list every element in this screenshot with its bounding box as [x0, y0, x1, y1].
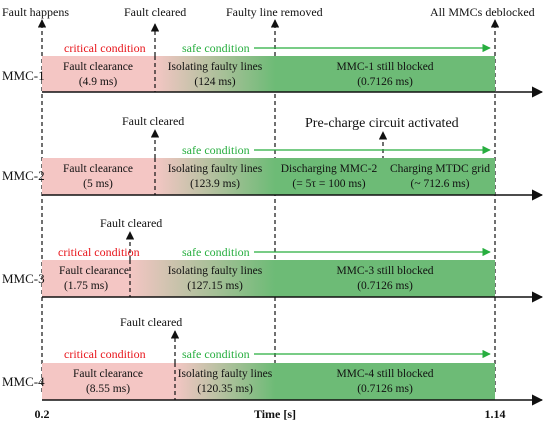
segment-fault-clearance [42, 158, 155, 195]
fault-happens-label: Fault happens [2, 5, 69, 19]
segment-still-blocked [275, 363, 495, 400]
seg1-line2: (5 ms) [83, 178, 113, 190]
segment-discharge-charge [275, 158, 495, 195]
seg1-line2: (8.55 ms) [86, 383, 130, 395]
seg4-line1: Charging MTDC grid [390, 163, 490, 175]
seg3-line2: (= 5τ = 100 ms) [292, 178, 365, 190]
seg2-line2: (120.35 ms) [197, 383, 253, 395]
row-mmc-3: Fault cleared critical condition safe co… [2, 216, 544, 303]
safe-condition-label: safe condition [182, 143, 250, 157]
segment-fault-clearance [42, 363, 175, 400]
seg3-line1: MMC-1 still blocked [336, 61, 433, 73]
fault-cleared-label: Fault cleared [100, 216, 162, 230]
seg3-line2: (0.7126 ms) [357, 383, 413, 395]
segment-isolating [175, 363, 275, 400]
critical-condition-label: critical condition [64, 41, 146, 55]
segment-fault-clearance [42, 260, 130, 297]
axis-start-label: 0.2 [35, 407, 50, 421]
seg1-line2: (4.9 ms) [79, 76, 118, 88]
segment-isolating [130, 260, 275, 297]
seg3-line1: Discharging MMC-2 [281, 163, 378, 175]
seg3-line1: MMC-4 still blocked [336, 368, 433, 380]
seg2-line2: (123.9 ms) [190, 178, 240, 190]
seg1-line1: Fault clearance [63, 61, 133, 73]
segment-isolating [155, 158, 275, 195]
seg3-line2: (0.7126 ms) [357, 280, 413, 292]
seg3-line2: (0.7126 ms) [357, 76, 413, 88]
row-label: MMC-4 [2, 374, 45, 389]
faulty-line-removed-label: Faulty line removed [226, 5, 323, 19]
seg3-line1: MMC-3 still blocked [336, 265, 433, 277]
critical-condition-label: critical condition [58, 245, 140, 259]
critical-condition-label: critical condition [64, 347, 146, 361]
precharge-label: Pre-charge circuit activated [305, 116, 459, 131]
segment-fault-clearance [42, 56, 155, 92]
top-fault-cleared-label: Fault cleared [124, 5, 186, 19]
row-mmc-2: Fault cleared Pre-charge circuit activat… [2, 114, 544, 201]
row-label: MMC-2 [2, 168, 45, 183]
seg2-line1: Isolating faulty lines [168, 61, 263, 73]
seg1-line1: Fault clearance [59, 265, 129, 277]
seg2-line2: (127.15 ms) [187, 280, 243, 292]
seg1-line1: Fault clearance [63, 163, 133, 175]
row-label: MMC-1 [2, 68, 45, 83]
seg2-line1: Isolating faulty lines [168, 163, 263, 175]
segment-still-blocked [275, 260, 495, 297]
axis-end-label: 1.14 [485, 407, 506, 421]
segment-isolating [155, 56, 275, 92]
seg1-line2: (1.75 ms) [64, 280, 108, 292]
seg2-line1: Isolating faulty lines [178, 368, 273, 380]
row-mmc-1: critical condition safe condition MMC-1 … [2, 23, 544, 98]
all-mmcs-deblocked-label: All MMCs deblocked [430, 5, 535, 19]
safe-condition-label: safe condition [182, 347, 250, 361]
segment-still-blocked [275, 56, 495, 92]
fault-cleared-label: Fault cleared [122, 114, 184, 128]
seg4-line2: (~ 712.6 ms) [411, 178, 470, 190]
safe-condition-label: safe condition [182, 41, 250, 55]
seg1-line1: Fault clearance [73, 368, 143, 380]
seg2-line1: Isolating faulty lines [168, 265, 263, 277]
row-mmc-4: Fault cleared critical condition safe co… [2, 315, 544, 406]
safe-condition-label: safe condition [182, 245, 250, 259]
row-label: MMC-3 [2, 271, 45, 286]
fault-cleared-label: Fault cleared [120, 315, 182, 329]
seg2-line2: (124 ms) [194, 76, 235, 88]
axis-title: Time [s] [254, 407, 296, 421]
